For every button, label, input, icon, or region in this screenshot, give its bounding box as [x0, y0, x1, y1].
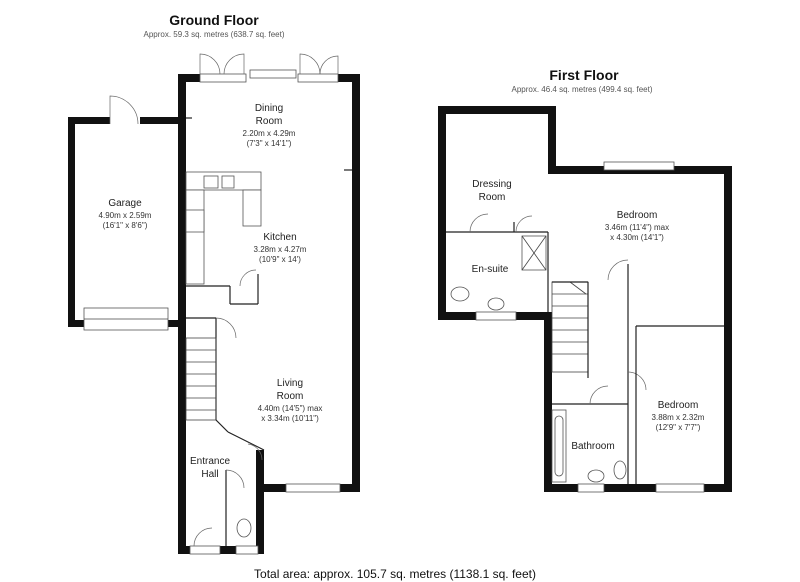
hob-icon — [185, 209, 205, 233]
dining-room-dim-2: (7'3" x 14'1") — [247, 139, 292, 148]
first-floor-title: First Floor — [549, 67, 619, 83]
first-stairs — [551, 281, 589, 373]
ground-floor: Ground Floor Approx. 59.3 sq. metres (63… — [68, 12, 360, 555]
dining-room-dim-1: 2.20m x 4.29m — [243, 129, 296, 138]
total-area: Total area: approx. 105.7 sq. metres (11… — [254, 567, 536, 581]
bathroom-toilet-icon — [613, 460, 627, 480]
bedroom1-label: Bedroom — [617, 210, 658, 221]
dining-room-label-2: Room — [256, 116, 283, 127]
kitchen-dim-1: 3.28m x 4.27m — [254, 245, 307, 254]
bathroom-window — [577, 483, 605, 493]
living-room-label-2: Room — [277, 391, 304, 402]
entrance-hall-label-2: Hall — [201, 469, 218, 480]
ground-floor-title: Ground Floor — [169, 12, 259, 28]
dressing-room-label-2: Room — [479, 192, 506, 203]
bedroom2-label: Bedroom — [658, 400, 699, 411]
kitchen-dim-2: (10'9" x 14') — [259, 255, 301, 264]
bedroom2-dim-2: (12'9" x 7'7") — [656, 423, 701, 432]
ensuite-toilet-icon — [450, 286, 470, 302]
dining-window — [249, 69, 297, 79]
bedroom2-window — [655, 483, 705, 493]
ensuite-basin-icon — [487, 297, 505, 311]
kitchen-units — [185, 171, 262, 285]
front-door — [189, 545, 221, 555]
garage-walls — [68, 117, 185, 331]
garage-door-swing — [109, 95, 139, 125]
bedroom1-dim-2: x 4.30m (14'1") — [610, 233, 664, 242]
entrance-hall-label-1: Entrance — [190, 456, 230, 467]
first-floor-area: Approx. 46.4 sq. metres (499.4 sq. feet) — [512, 85, 653, 94]
bedroom1-dim-1: 3.46m (11'4") max — [605, 223, 669, 232]
wc-window — [235, 545, 259, 555]
bedroom2-dim-1: 3.88m x 2.32m — [652, 413, 705, 422]
ensuite-label: En-suite — [472, 264, 509, 275]
kitchen-label: Kitchen — [263, 232, 296, 243]
ground-stairs — [185, 337, 217, 421]
living-window — [285, 483, 341, 493]
ensuite-window — [475, 311, 517, 321]
ground-floor-area: Approx. 59.3 sq. metres (638.7 sq. feet) — [144, 30, 285, 39]
wc-toilet-icon — [236, 518, 252, 538]
ground-outer-walls — [178, 69, 360, 555]
patio-door-left — [199, 73, 247, 83]
bedroom-window — [603, 161, 675, 171]
first-outer-walls — [438, 106, 732, 493]
bathroom-label: Bathroom — [571, 441, 614, 452]
living-room-dim-2: x 3.34m (10'11") — [261, 414, 319, 423]
garage-label: Garage — [108, 198, 142, 209]
dining-room-label-1: Dining — [255, 103, 283, 114]
garage-dim-1: 4.90m x 2.59m — [99, 211, 152, 220]
sink-icon — [203, 175, 219, 189]
first-floor: First Floor Approx. 46.4 sq. metres (499… — [438, 67, 732, 493]
living-room-label-1: Living — [277, 378, 303, 389]
bathroom-basin-icon — [587, 469, 605, 483]
dressing-room-label-1: Dressing — [472, 179, 511, 190]
garage-dim-2: (16'1" x 8'6") — [103, 221, 148, 230]
living-room-dim-1: 4.40m (14'5") max — [258, 404, 323, 413]
patio-door-right — [297, 73, 339, 83]
